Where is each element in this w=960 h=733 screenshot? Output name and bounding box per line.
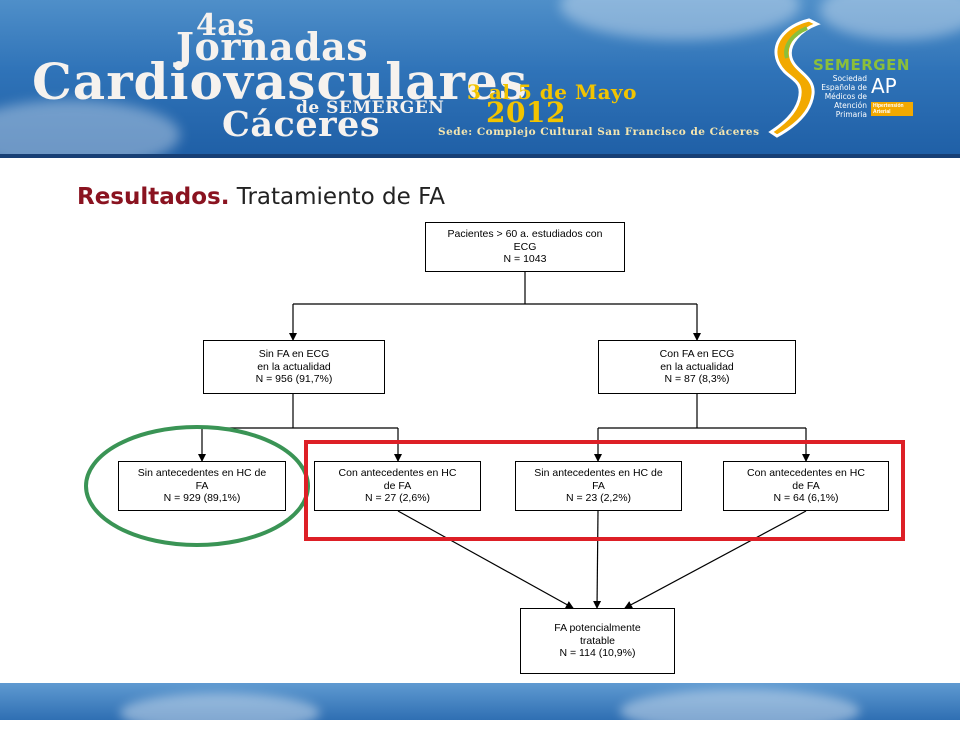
node-con-fa-con-hc-count: N = 64 (6,1%) — [773, 492, 839, 505]
node-sin-fa-con-hc: Con antecedentes en HC de FA N = 27 (2,6… — [314, 461, 481, 511]
logo-s-icon — [768, 18, 821, 138]
node-con-fa-sin-hc-count: N = 23 (2,2%) — [565, 492, 632, 505]
event-venue: Sede: Complejo Cultural San Francisco de… — [438, 126, 760, 138]
node-sin-fa-count: N = 956 (91,7%) — [255, 373, 333, 386]
node-con-fa-line1: Con FA en ECG — [659, 348, 735, 361]
slide-title: Resultados. Tratamiento de FA — [77, 183, 445, 210]
node-sin-fa: Sin FA en ECG en la actualidad N = 956 (… — [203, 340, 385, 394]
logo-brand: SEMERGEN — [813, 56, 910, 74]
event-title-line3: de SEMERGEN — [296, 98, 445, 118]
cloud-decoration — [120, 693, 320, 733]
logo-subtitle: Sociedad Española de Médicos de Atención… — [821, 74, 867, 119]
node-con-fa-con-hc-line2: de FA — [792, 479, 820, 492]
node-sin-fa-con-hc-count: N = 27 (2,6%) — [364, 492, 431, 505]
node-root-count: N = 1043 — [503, 253, 547, 266]
node-sin-fa-line2: en la actualidad — [257, 360, 331, 373]
node-sin-fa-con-hc-line2: de FA — [383, 479, 412, 492]
footer-strip — [0, 683, 960, 733]
header-banner: 4as Jornadas Cardiovasculares de SEMERGE… — [0, 0, 960, 158]
node-con-fa-con-hc: Con antecedentes en HC de FA N = 64 (6,1… — [723, 461, 889, 511]
logo-ap: AP — [871, 74, 897, 98]
node-sin-fa-sin-hc-line2: FA — [195, 479, 209, 492]
banner-divider — [0, 154, 960, 158]
node-sin-fa-con-hc-line1: Con antecedentes en HC — [338, 467, 457, 480]
node-con-fa-sin-hc: Sin antecedentes en HC de FA N = 23 (2,2… — [515, 461, 682, 511]
event-title-line1: Jornadas — [176, 24, 369, 69]
node-con-fa-count: N = 87 (8,3%) — [664, 373, 730, 386]
event-city: Cáceres — [222, 104, 381, 145]
event-edition: 4as — [196, 8, 255, 43]
node-con-fa: Con FA en ECG en la actualidad N = 87 (8… — [598, 340, 796, 394]
node-root-line1: Pacientes > 60 a. estudiados con — [447, 228, 603, 241]
event-dates: 3 al 5 de Mayo — [467, 80, 638, 104]
node-tratable-line1: FA potencialmente — [554, 622, 641, 635]
node-con-fa-sin-hc-line2: FA — [592, 479, 605, 492]
semergen-logo: SEMERGEN AP Sociedad Española de Médicos… — [765, 16, 925, 138]
cloud-decoration — [620, 689, 860, 733]
node-sin-fa-sin-hc: Sin antecedentes en HC de FA N = 929 (89… — [118, 461, 286, 511]
event-title-line2: Cardiovasculares — [32, 52, 528, 111]
node-con-fa-con-hc-line1: Con antecedentes en HC — [747, 467, 865, 480]
node-tratable: FA potencialmente tratable N = 114 (10,9… — [520, 608, 675, 674]
node-tratable-line2: tratable — [579, 634, 616, 647]
node-con-fa-line2: en la actualidad — [660, 360, 734, 373]
event-year: 2012 — [486, 96, 566, 129]
node-root-line2: ECG — [513, 240, 537, 253]
node-root: Pacientes > 60 a. estudiados con ECG N =… — [425, 222, 625, 272]
node-tratable-count: N = 114 (10,9%) — [559, 647, 636, 660]
slide-title-strong: Resultados — [77, 184, 221, 210]
slide-title-separator: . — [220, 184, 230, 210]
arrow-64-to-tratable — [624, 510, 807, 609]
arrow-27-to-tratable — [397, 510, 574, 609]
arrow-23-to-tratable — [593, 510, 602, 609]
node-con-fa-sin-hc-line1: Sin antecedentes en HC de — [534, 467, 663, 480]
highlight-rectangle — [304, 440, 905, 541]
logo-tag: Hipertensión Arterial — [871, 102, 913, 116]
node-sin-fa-sin-hc-count: N = 929 (89,1%) — [163, 492, 241, 505]
node-sin-fa-line1: Sin FA en ECG — [258, 348, 330, 361]
slide-title-rest: Tratamiento de FA — [229, 184, 445, 210]
node-sin-fa-sin-hc-line1: Sin antecedentes en HC de — [137, 467, 267, 480]
